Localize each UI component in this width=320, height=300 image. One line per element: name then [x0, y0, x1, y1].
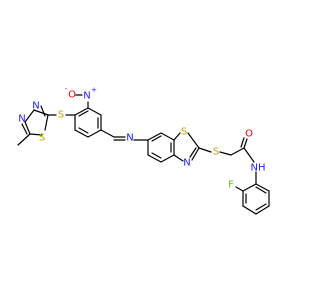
bond [160, 154, 175, 163]
bond [40, 105, 46, 117]
bond [24, 121, 31, 135]
atom-o-nitro: O [68, 90, 76, 101]
atom-n-imine: N [126, 133, 133, 144]
atom-s-benzothiazole: S [181, 127, 187, 138]
bond [21, 123, 28, 135]
bond [151, 152, 162, 159]
bond [100, 129, 115, 138]
bond [198, 147, 212, 153]
structure-diagram: S N N S O - N + N S N S O NH F [17, 85, 270, 215]
bond [187, 132, 200, 149]
bond [78, 110, 89, 117]
atom-n-thiadiazole-2: N [32, 101, 39, 112]
bond [173, 154, 184, 162]
atom-s-thiadiazole: S [39, 133, 45, 144]
bond [160, 132, 175, 141]
bond [24, 109, 35, 123]
bond [255, 203, 267, 211]
bond [151, 135, 162, 142]
bond [17, 133, 31, 146]
bond [230, 147, 245, 156]
bond [255, 183, 270, 192]
atom-nh-amide: NH [251, 163, 266, 174]
bond [78, 127, 89, 134]
bond [173, 132, 181, 141]
bond [243, 138, 248, 149]
bond [242, 205, 257, 215]
bond [243, 147, 255, 163]
bond [191, 147, 200, 161]
bond [255, 186, 267, 194]
charge-plus: + [91, 86, 97, 94]
atom-s-thioether-left: S [58, 110, 64, 121]
bond [147, 154, 162, 163]
atom-n-benzothiazole: N [183, 158, 190, 169]
bond [242, 183, 257, 192]
bond [33, 109, 49, 116]
bond [189, 147, 197, 158]
bond [87, 129, 102, 138]
bond [219, 151, 232, 156]
bond [87, 107, 102, 116]
atom-labels: S N N S O - N + N S N S O NH F [18, 85, 265, 191]
bond [29, 133, 43, 136]
bond [74, 129, 89, 138]
atom-f-fluoro: F [228, 180, 234, 191]
atom-n-nitro: N [83, 91, 90, 102]
molecule-canvas: S N N S O - N + N S N S O NH F [17, 85, 270, 215]
bond [74, 107, 89, 116]
bond [44, 114, 49, 131]
bond [255, 205, 270, 215]
bond-lines [17, 94, 270, 215]
charge-minus: - [65, 85, 68, 93]
bond [147, 132, 162, 141]
atom-s-thioether-right: S [213, 147, 219, 158]
bond [240, 137, 245, 148]
atom-o-carbonyl: O [245, 129, 253, 140]
atom-n-thiadiazole-1: N [18, 114, 25, 125]
bond [235, 186, 244, 192]
